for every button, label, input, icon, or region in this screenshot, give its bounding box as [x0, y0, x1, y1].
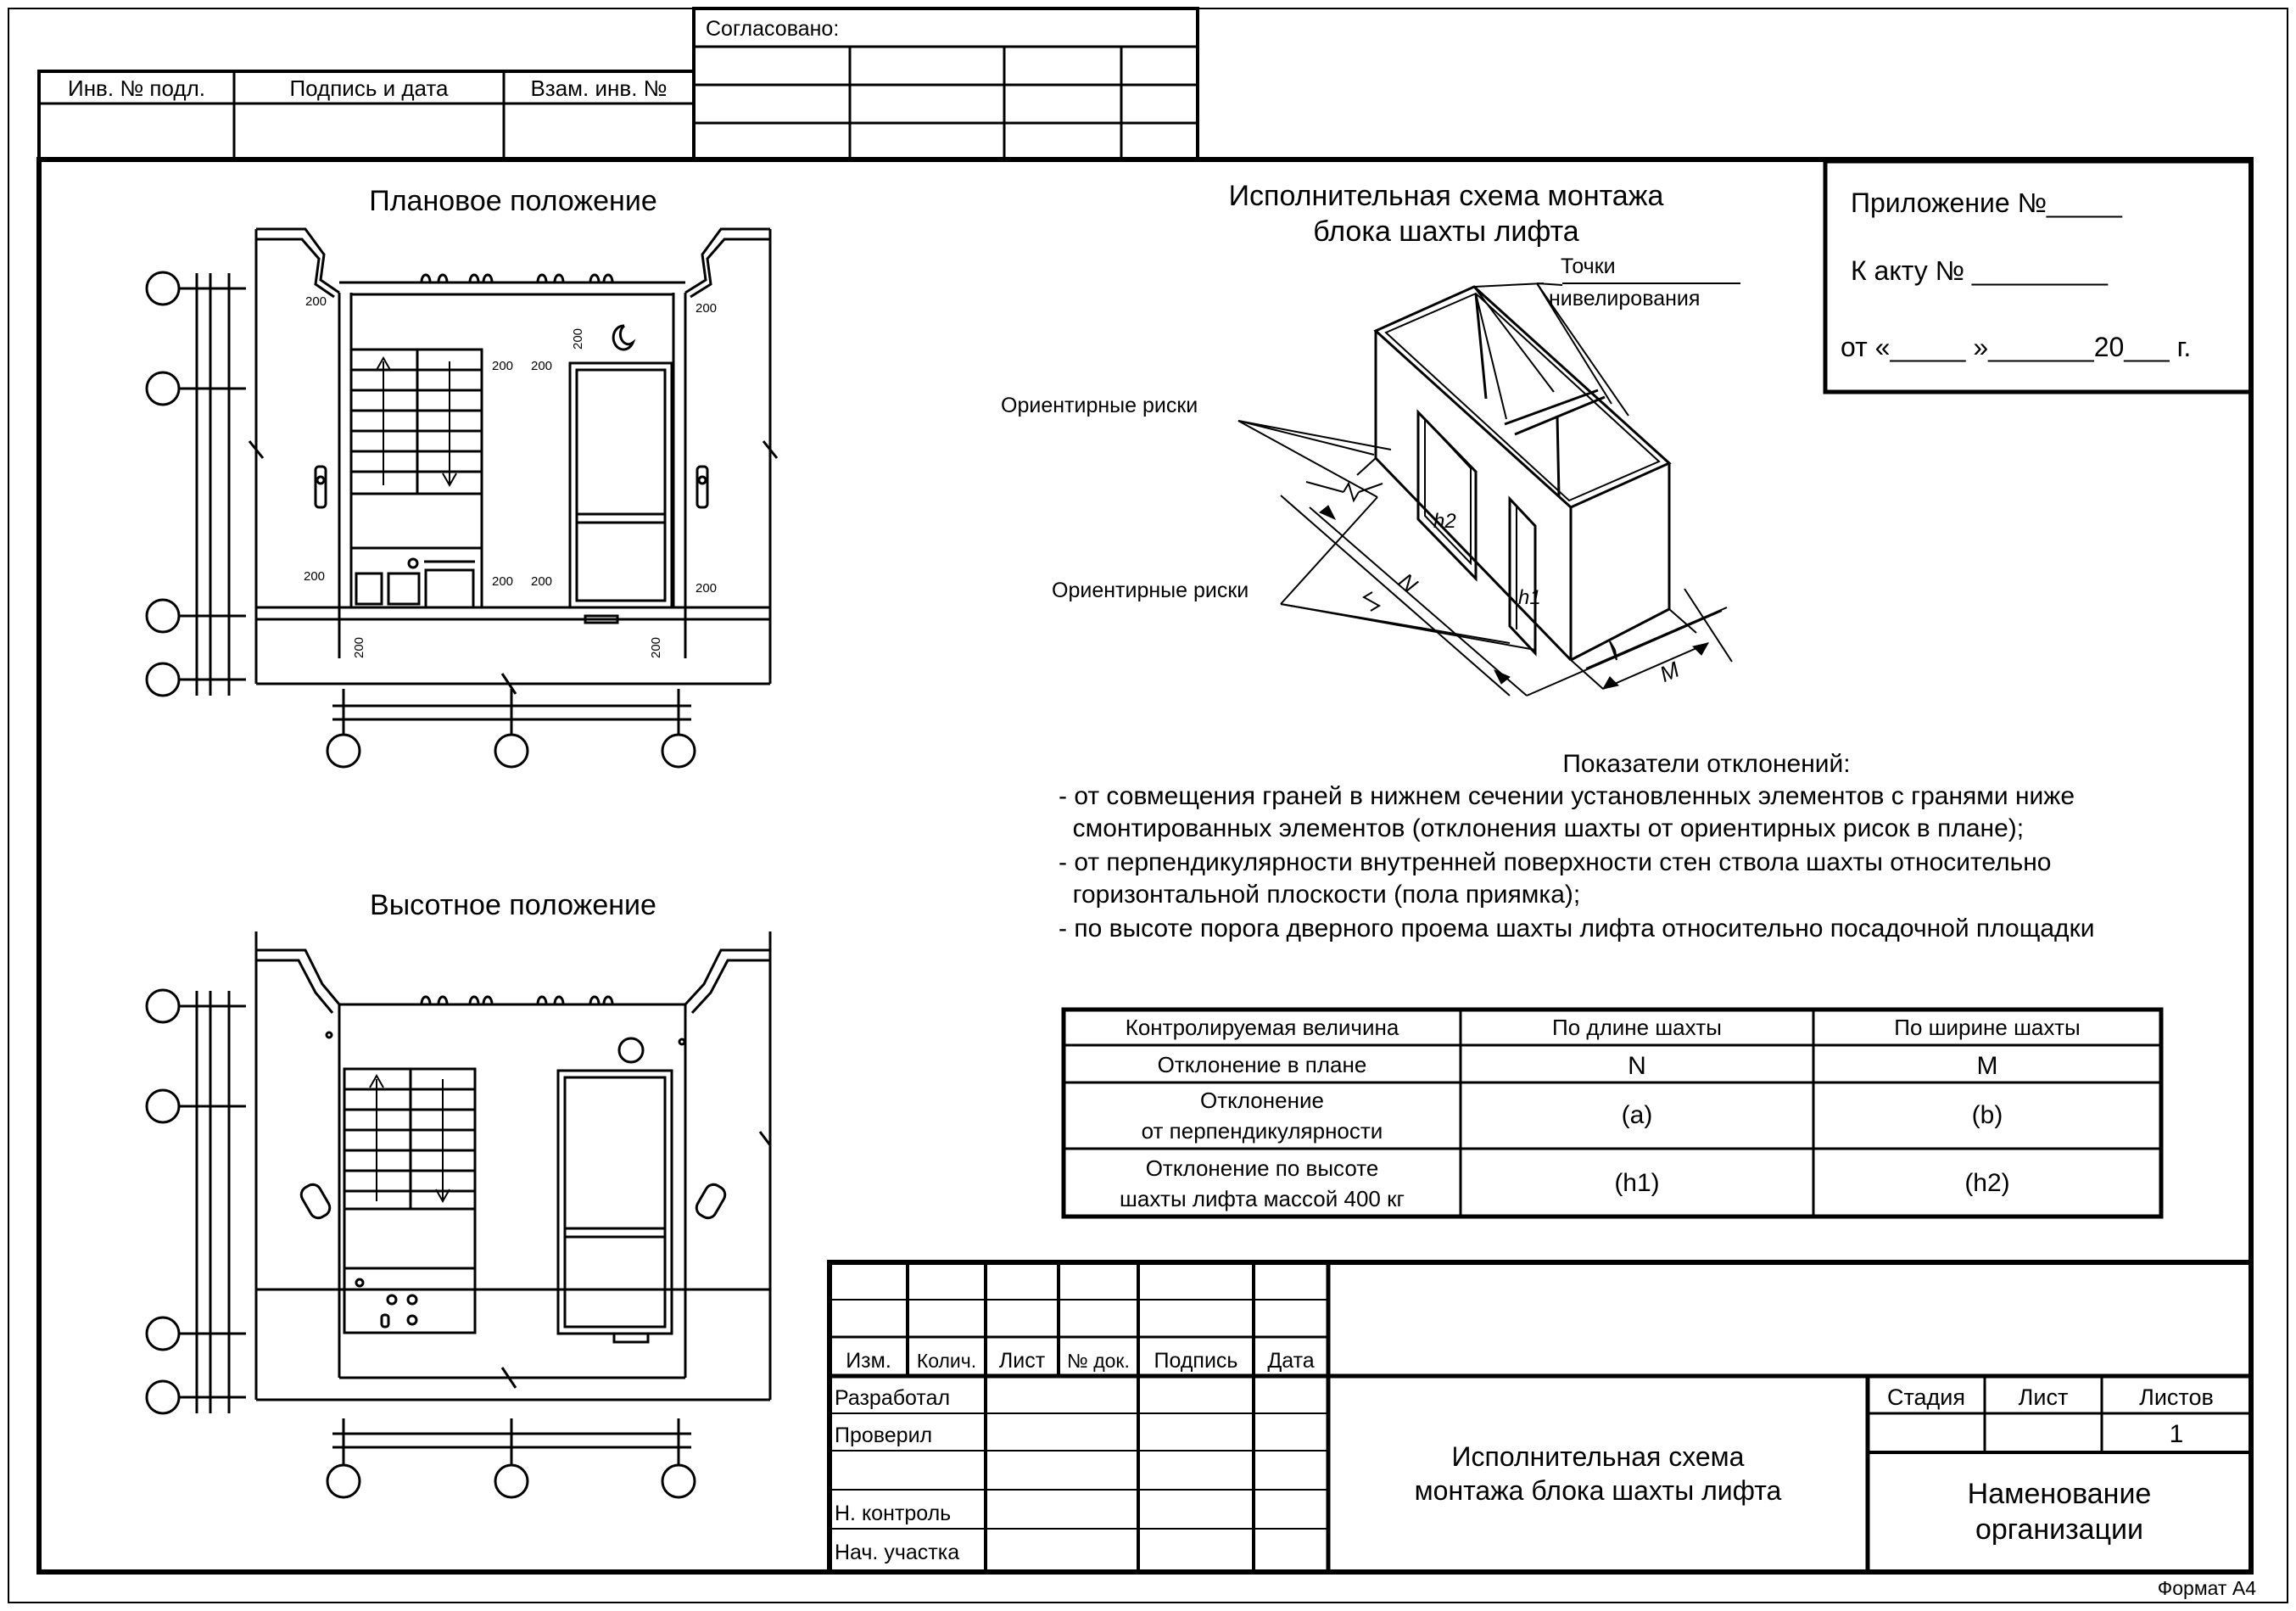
- table-cell-name: Отклонение по высоте: [1146, 1155, 1379, 1181]
- stamp-doc-title-1: Исполнительная схема: [1452, 1441, 1745, 1472]
- stamp-role: Разработал: [835, 1386, 950, 1410]
- plan-view: [145, 227, 779, 769]
- table-header: По длине шахты: [1552, 1015, 1722, 1040]
- height-view: [145, 931, 772, 1499]
- stamp-sheet: Лист: [2019, 1384, 2069, 1410]
- stamp-col-list: Лист: [999, 1349, 1046, 1373]
- table-cell-name: Отклонение в плане: [1158, 1052, 1367, 1077]
- label-h2: h2: [1433, 510, 1456, 533]
- stamp-org-1: Наменование: [1968, 1478, 2152, 1510]
- dim-200: 200: [696, 581, 717, 596]
- label-h1: h1: [1518, 586, 1541, 609]
- plan-title: Плановое положение: [369, 185, 656, 217]
- stamp-col-izm: Изм.: [846, 1349, 891, 1373]
- dim-200: 200: [571, 328, 585, 350]
- deviations-line: - от совмещения граней в нижнем сечении …: [1059, 782, 2075, 810]
- dim-200: 200: [304, 569, 325, 584]
- dim-200: 200: [531, 359, 552, 373]
- appendix-box: [1823, 159, 2254, 394]
- plan-dims: 200 200 200 200 200 200 200 200 200 200 …: [304, 294, 717, 658]
- table-header: Контролируемая величина: [1126, 1015, 1399, 1040]
- stamp-col-kolich: Колич.: [917, 1350, 976, 1372]
- table-cell-len: (h1): [1614, 1169, 1659, 1197]
- stamp-doc-title-2: монтажа блока шахты лифта: [1415, 1475, 1782, 1506]
- label-marks-top: Ориентирные риски: [1001, 394, 1198, 417]
- label-marks-bottom: Ориентирные риски: [1052, 579, 1249, 602]
- shaft-diagram: [1237, 282, 1740, 696]
- approval-inv-orig: Инв. № подл.: [68, 76, 205, 101]
- main-title-line2: блока шахты лифта: [1313, 215, 1579, 248]
- dim-200: 200: [492, 574, 513, 589]
- table-cell-len: N: [1628, 1052, 1646, 1080]
- appendix-line3: от «_____ »_______20___ г.: [1841, 332, 2191, 362]
- main-title-line1: Исполнительная схема монтажа: [1229, 180, 1664, 212]
- approval-agreed: Согласовано:: [706, 17, 839, 41]
- stamp-role: Проверил: [835, 1424, 932, 1447]
- stamp-sheets: Листов: [2139, 1384, 2214, 1410]
- approval-sign-date: Подпись и дата: [289, 76, 449, 101]
- deviations-table: [1061, 1007, 2164, 1219]
- table-header: По ширине шахты: [1894, 1015, 2080, 1040]
- table-cell-wid: M: [1977, 1052, 1998, 1080]
- label-leveling-1: Точки: [1561, 255, 1616, 278]
- appendix-line2: К акту № _________: [1851, 255, 2109, 286]
- height-title: Высотное положение: [370, 889, 656, 921]
- dim-200: 200: [305, 294, 327, 309]
- stamp-role: Нач. участка: [835, 1541, 959, 1564]
- label-leveling-2: нивелирования: [1549, 287, 1700, 310]
- deviations-line: - от перпендикулярности внутренней повер…: [1059, 848, 2051, 876]
- table-cell-name: от перпендикулярности: [1142, 1118, 1383, 1144]
- deviations-line: смонтированных элементов (отклонения шах…: [1059, 814, 2024, 842]
- title-block: [827, 1260, 2254, 1575]
- approval-block: [37, 7, 1199, 161]
- dim-200: 200: [531, 574, 552, 589]
- stamp-org-2: организации: [1975, 1513, 2143, 1546]
- stamp-role: Н. контроль: [835, 1502, 951, 1525]
- table-cell-wid: (h2): [1964, 1169, 2009, 1197]
- approval-repl-inv: Взам. инв. №: [530, 76, 667, 101]
- dim-200: 200: [352, 637, 366, 658]
- label-n: N: [1394, 568, 1422, 597]
- table-cell-name: Отклонение: [1200, 1088, 1324, 1113]
- stamp-stage: Стадия: [1887, 1384, 1965, 1410]
- stamp-col-doc: № док.: [1067, 1350, 1130, 1372]
- stamp-col-sign: Подпись: [1154, 1349, 1238, 1373]
- format-label: Формат А4: [2158, 1577, 2256, 1599]
- appendix-line1: Приложение №_____: [1851, 187, 2123, 218]
- dim-200: 200: [492, 359, 513, 373]
- deviations-title: Показатели отклонений:: [1562, 750, 1850, 778]
- deviations-line: - по высоте порога дверного проема шахты…: [1059, 915, 2094, 943]
- table-cell-name: шахты лифта массой 400 кг: [1120, 1186, 1405, 1211]
- deviations-line: горизонтальной плоскости (пола приямка);: [1059, 881, 1580, 909]
- stamp-sheets-value: 1: [2170, 1420, 2184, 1448]
- dim-200: 200: [696, 301, 717, 316]
- table-cell-wid: (b): [1972, 1101, 2003, 1129]
- dim-200: 200: [649, 637, 663, 658]
- stamp-col-date: Дата: [1267, 1349, 1314, 1373]
- label-m: M: [1656, 657, 1683, 687]
- table-cell-len: (a): [1622, 1101, 1653, 1129]
